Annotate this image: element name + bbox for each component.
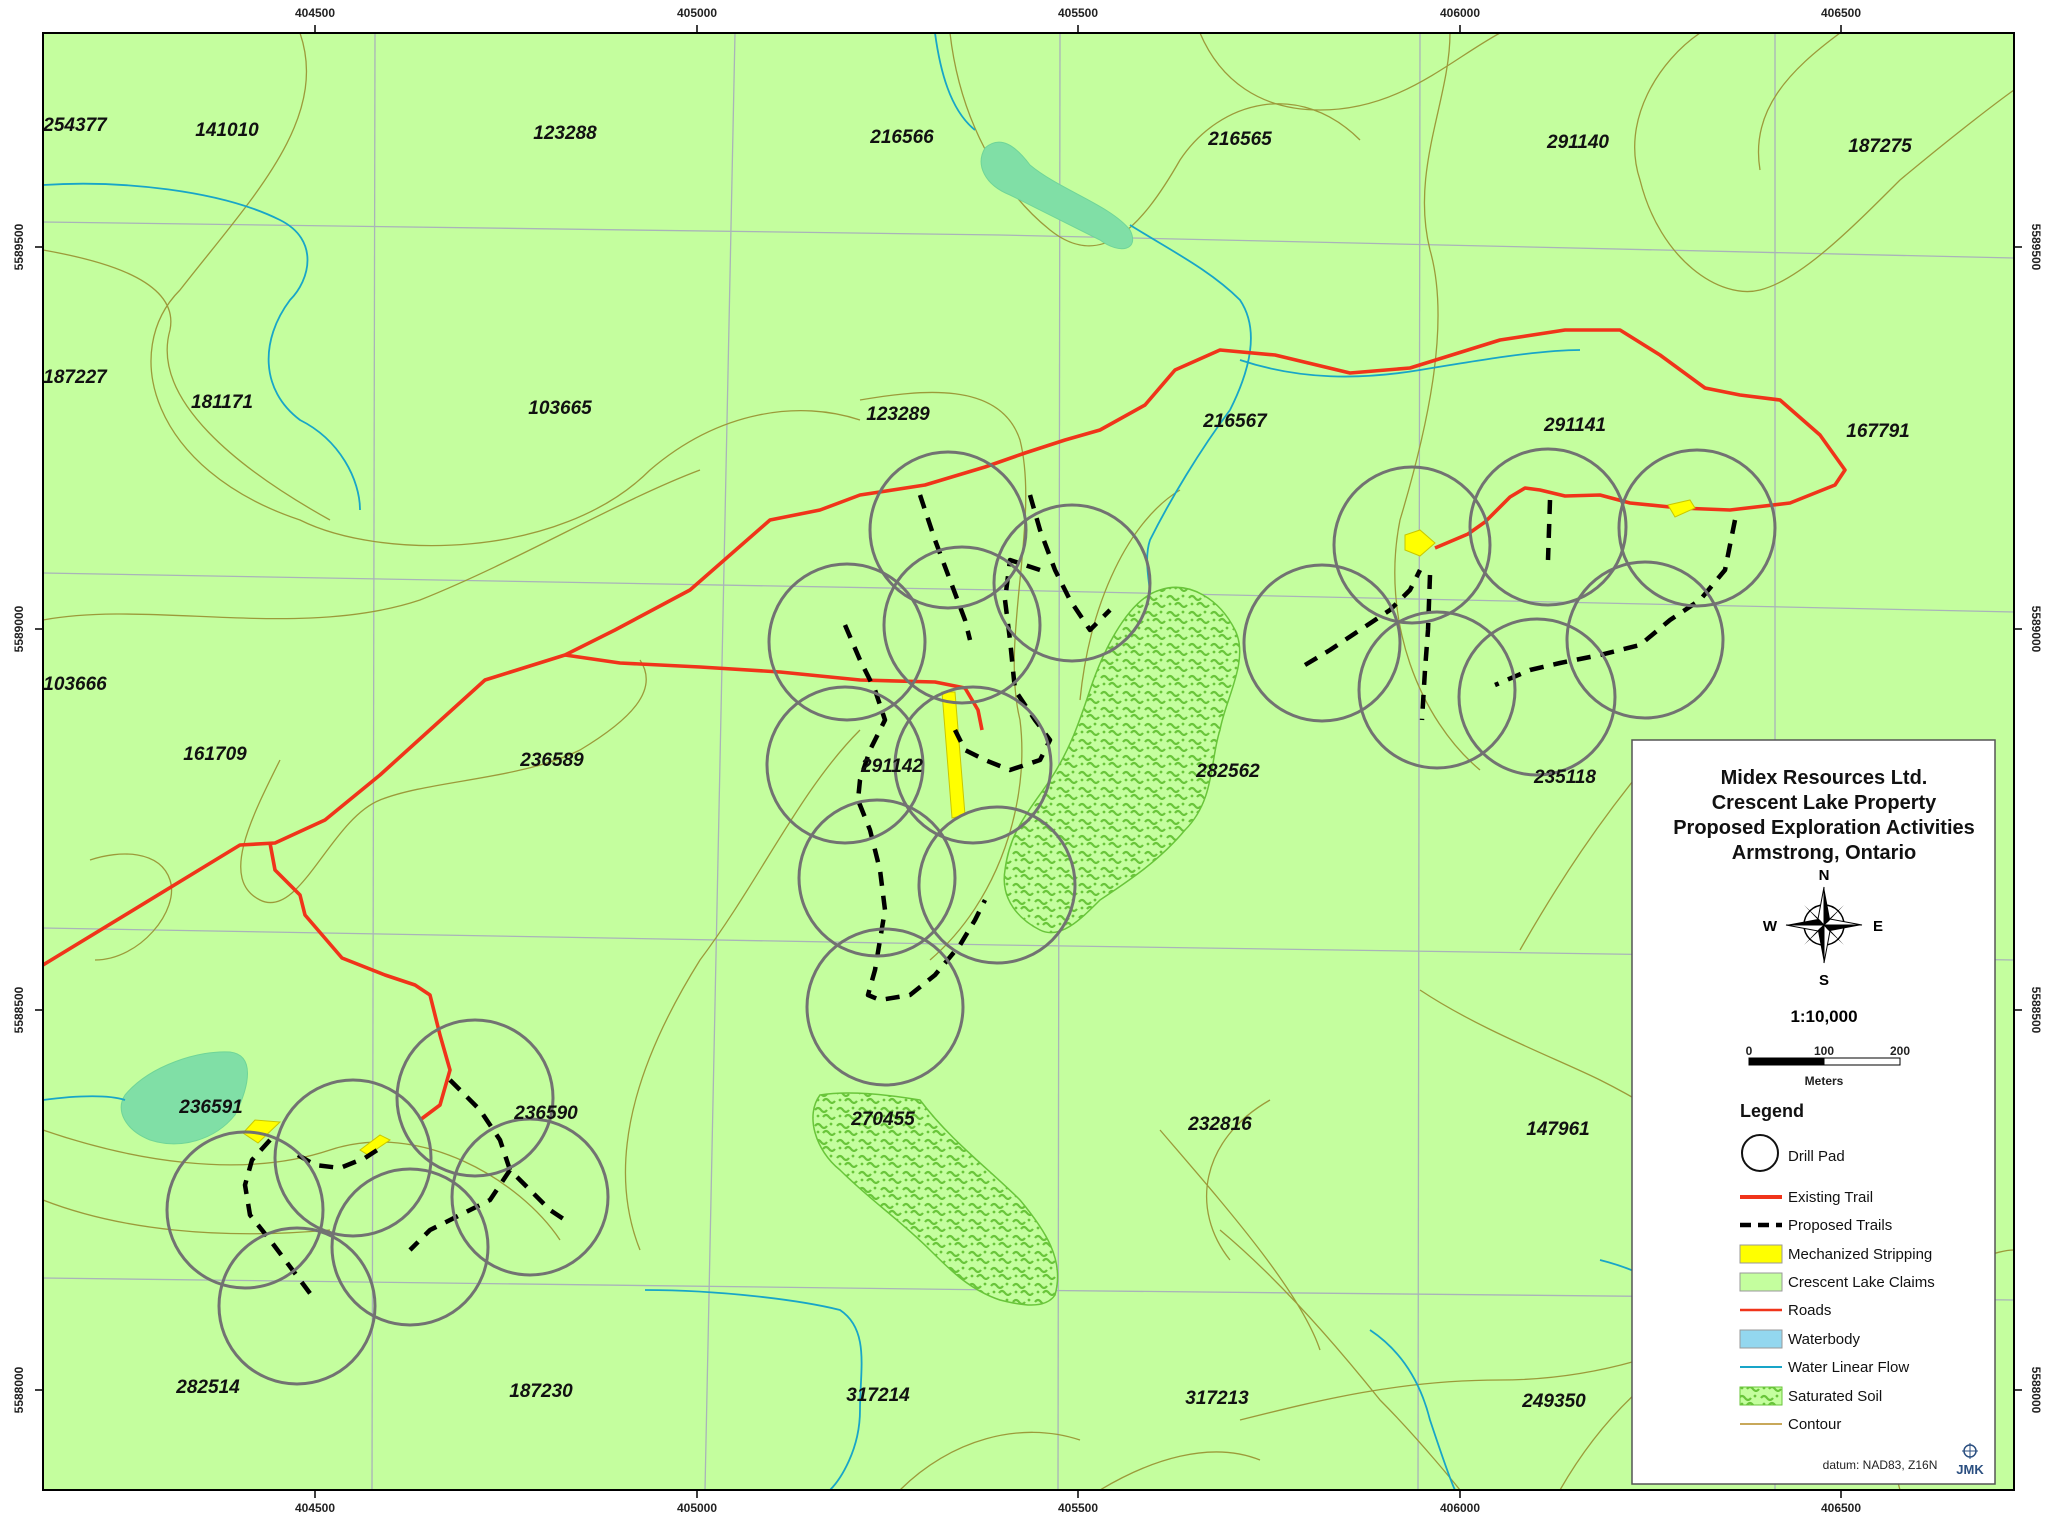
claim-label: 187227 (43, 367, 108, 388)
claim-label: 254377 (42, 115, 108, 136)
claim-label: 232816 (1187, 1114, 1252, 1135)
legend-label-stripping: Mechanized Stripping (1788, 1246, 1932, 1263)
claim-label: 123288 (533, 123, 597, 144)
legend-label-waterbody: Waterbody (1788, 1331, 1860, 1348)
legend-label-contour: Contour (1788, 1416, 1841, 1433)
claim-label: 236590 (513, 1103, 578, 1124)
waterbodies (120, 141, 1134, 1145)
scale-tick-200: 200 (1890, 1044, 1910, 1058)
claim-label: 291140 (1546, 132, 1609, 153)
claim-label: 181171 (191, 392, 253, 413)
northing-label: 5588000 (2029, 1367, 2043, 1414)
claim-label: 291141 (1543, 415, 1606, 436)
drill-pad-symbol (1741, 1134, 1779, 1172)
contour-lines (43, 33, 2014, 1490)
waterbody-symbol (1739, 1329, 1783, 1349)
legend-panel: Midex Resources Ltd. Crescent Lake Prope… (1631, 739, 1996, 1485)
map-title-location: Armstrong, Ontario (1732, 842, 1916, 864)
claim-label: 282514 (175, 1377, 240, 1398)
easting-label: 404500 (295, 6, 335, 20)
compass-e: E (1873, 918, 1883, 935)
claim-label: 216566 (869, 127, 934, 148)
legend-label-drill-pad: Drill Pad (1788, 1148, 1845, 1165)
claim-label: 216567 (1202, 411, 1268, 432)
compass-n: N (1819, 867, 1830, 884)
claim-label: 216565 (1207, 129, 1272, 150)
stripping-symbol (1739, 1244, 1783, 1264)
claim-label: 147961 (1526, 1119, 1589, 1140)
map-title-property: Crescent Lake Property (1712, 792, 1937, 814)
compass-w: W (1763, 918, 1778, 935)
saturated-soil-symbol (1739, 1386, 1783, 1406)
northing-label: 5589000 (2029, 606, 2043, 653)
claim-label: 236591 (178, 1097, 242, 1118)
easting-label: 406500 (1821, 1501, 1861, 1515)
claim-label: 249350 (1521, 1391, 1586, 1412)
legend-label-existing-trail: Existing Trail (1788, 1189, 1873, 1206)
claim-label: 235118 (1533, 767, 1596, 788)
claim-label: 123289 (866, 404, 930, 425)
legend-label-roads: Roads (1788, 1302, 1831, 1319)
jmk-logo-text: JMK (1956, 1462, 1984, 1477)
legend-heading: Legend (1740, 1101, 1804, 1121)
northing-label: 5588500 (2029, 987, 2043, 1034)
northing-label: 5588500 (12, 986, 26, 1033)
northing-label: 5589500 (2029, 224, 2043, 271)
easting-label: 405500 (1058, 6, 1098, 20)
scale-ratio: 1:10,000 (1790, 1007, 1857, 1026)
northing-label: 5589500 (12, 223, 26, 270)
drill-pads (165, 447, 1777, 1386)
northing-label: 5588000 (12, 1366, 26, 1413)
compass-s: S (1819, 972, 1829, 989)
datum-note: datum: NAD83, Z16N (1823, 1458, 1938, 1472)
jmk-logo-icon (1962, 1443, 1978, 1459)
claim-label: 141010 (195, 120, 259, 141)
legend-label-claims: Crescent Lake Claims (1788, 1274, 1935, 1291)
claim-label: 187275 (1848, 136, 1912, 157)
legend-box (1631, 739, 1996, 1485)
easting-label: 405000 (677, 1501, 717, 1515)
map-frame (42, 32, 2015, 1491)
easting-label: 405000 (677, 6, 717, 20)
claim-label: 103666 (43, 674, 107, 695)
easting-labels-top: 404500 405000 405500 406000 406500 (295, 6, 1861, 20)
northing-label: 5589000 (12, 605, 26, 652)
scale-tick-100: 100 (1814, 1044, 1834, 1058)
easting-label: 406000 (1440, 1501, 1480, 1515)
easting-label: 404500 (295, 1501, 335, 1515)
north-arrow-icon (1785, 886, 1863, 964)
claim-label: 167791 (1846, 421, 1909, 442)
claim-label: 236589 (519, 750, 584, 771)
easting-label: 406000 (1440, 6, 1480, 20)
claim-label: 317213 (1185, 1388, 1249, 1409)
scale-tick-0: 0 (1746, 1044, 1753, 1058)
legend-label-saturated-soil: Saturated Soil (1788, 1388, 1882, 1405)
easting-label: 406500 (1821, 6, 1861, 20)
grid-ticks (35, 25, 2022, 1498)
scale-bar (1748, 1057, 1901, 1066)
claim-label: 317214 (846, 1385, 910, 1406)
claim-label: 187230 (509, 1381, 573, 1402)
easting-labels-bottom: 404500 405000 405500 406000 406500 (295, 1501, 1861, 1515)
claim-label: 270455 (850, 1109, 915, 1130)
claims-symbol (1739, 1272, 1783, 1292)
legend-label-water-flow: Water Linear Flow (1788, 1359, 1909, 1376)
legend-label-proposed-trails: Proposed Trails (1788, 1217, 1892, 1234)
claim-label: 291142 (860, 756, 923, 777)
claim-labels: 254377 141010 123288 216566 216565 29114… (42, 115, 1912, 1412)
claim-label: 161709 (183, 744, 247, 765)
easting-label: 405500 (1058, 1501, 1098, 1515)
scale-unit: Meters (1805, 1074, 1844, 1088)
northing-labels-right: 5589500 5589000 5588500 5588000 (2029, 224, 2043, 1414)
proposed-trails (242, 494, 1738, 1302)
northing-labels-left: 5589500 5589000 5588500 5588000 (12, 223, 26, 1413)
claim-label: 103665 (528, 398, 592, 419)
saturated-soil-areas (812, 586, 1241, 1306)
map-title-subject: Proposed Exploration Activities (1673, 817, 1975, 839)
claim-label: 282562 (1195, 761, 1260, 782)
map-title-company: Midex Resources Ltd. (1721, 767, 1928, 789)
